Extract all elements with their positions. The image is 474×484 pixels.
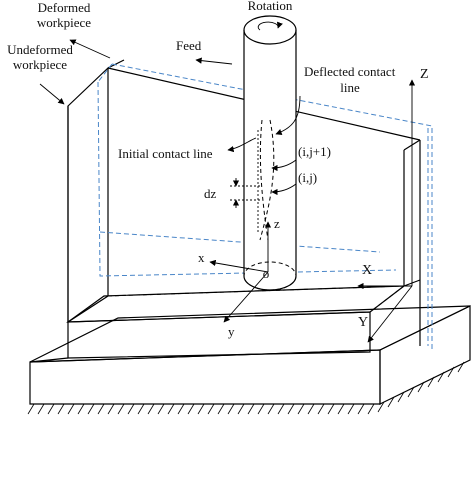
hatch-stroke <box>157 403 165 415</box>
deformed-workpiece <box>97 63 433 350</box>
hatch-stroke <box>127 403 135 415</box>
hatch-stroke <box>347 403 355 415</box>
hatch-stroke <box>257 403 265 415</box>
hatch-stroke <box>57 403 65 415</box>
hatch-stroke <box>447 366 455 378</box>
hatch-stroke <box>457 361 465 373</box>
label-axis-x: x <box>198 250 205 265</box>
hatch-stroke <box>297 403 305 415</box>
local-axes <box>209 221 272 323</box>
hatch-stroke <box>287 403 295 415</box>
hatch-stroke <box>357 403 365 415</box>
hatch-stroke <box>187 403 195 415</box>
label-axis-Y: Y <box>358 315 368 330</box>
label-deflected-1: Deflected contact <box>304 64 396 79</box>
label-initial: Initial contact line <box>118 146 213 161</box>
hatch-stroke <box>437 371 445 383</box>
hatch-stroke <box>67 403 75 415</box>
label-axis-z: z <box>274 216 280 231</box>
label-deformed-1: Deformed <box>38 0 91 15</box>
label-origin: o <box>263 266 270 281</box>
label-feed: Feed <box>176 38 202 53</box>
hatch-stroke <box>407 386 415 398</box>
hatch-stroke <box>367 403 375 415</box>
label-undeformed-1: Undeformed <box>7 42 73 57</box>
hatch-stroke <box>307 403 315 415</box>
hatch-stroke <box>327 403 335 415</box>
hatch-stroke <box>247 403 255 415</box>
hatch-stroke <box>337 403 345 415</box>
label-axis-X: X <box>362 263 372 278</box>
hatch-stroke <box>97 403 105 415</box>
hatch-stroke <box>167 403 175 415</box>
label-deformed-2: workpiece <box>37 15 91 30</box>
global-axes <box>357 79 416 343</box>
hatch-stroke <box>277 403 285 415</box>
hatch-stroke <box>87 403 95 415</box>
label-dz: dz <box>204 186 217 201</box>
dz-marker <box>230 178 262 208</box>
hatch-stroke <box>177 403 185 415</box>
hatch-stroke <box>147 403 155 415</box>
label-node-lower: (i,j) <box>298 170 317 185</box>
label-axis-y: y <box>228 324 235 339</box>
hatch-stroke <box>417 381 425 393</box>
hatch-stroke <box>427 376 435 388</box>
hatch-stroke <box>317 403 325 415</box>
hatch-stroke <box>117 403 125 415</box>
hatch-stroke <box>387 396 395 408</box>
hatch-stroke <box>217 403 225 415</box>
hatch-stroke <box>207 403 215 415</box>
text-labels: Rotation Deformed workpiece Undeformed w… <box>7 0 428 339</box>
milling-tool <box>243 15 297 291</box>
hatch-stroke <box>107 403 115 415</box>
hatch-stroke <box>37 403 45 415</box>
hatch-stroke <box>397 391 405 403</box>
hatch-stroke <box>27 403 35 415</box>
label-node-upper: (i,j+1) <box>298 144 331 159</box>
label-deflected-2: line <box>340 80 360 95</box>
ground-hatching <box>27 361 465 415</box>
hatch-stroke <box>137 403 145 415</box>
label-undeformed-2: workpiece <box>13 57 67 72</box>
label-rotation: Rotation <box>248 0 293 13</box>
leaders <box>39 39 301 196</box>
hatch-stroke <box>47 403 55 415</box>
hatch-stroke <box>197 403 205 415</box>
hatch-stroke <box>227 403 235 415</box>
hatch-stroke <box>237 403 245 415</box>
label-axis-Z: Z <box>420 67 429 82</box>
hatch-stroke <box>267 403 275 415</box>
hatch-stroke <box>77 403 85 415</box>
hatch-stroke <box>377 401 385 413</box>
